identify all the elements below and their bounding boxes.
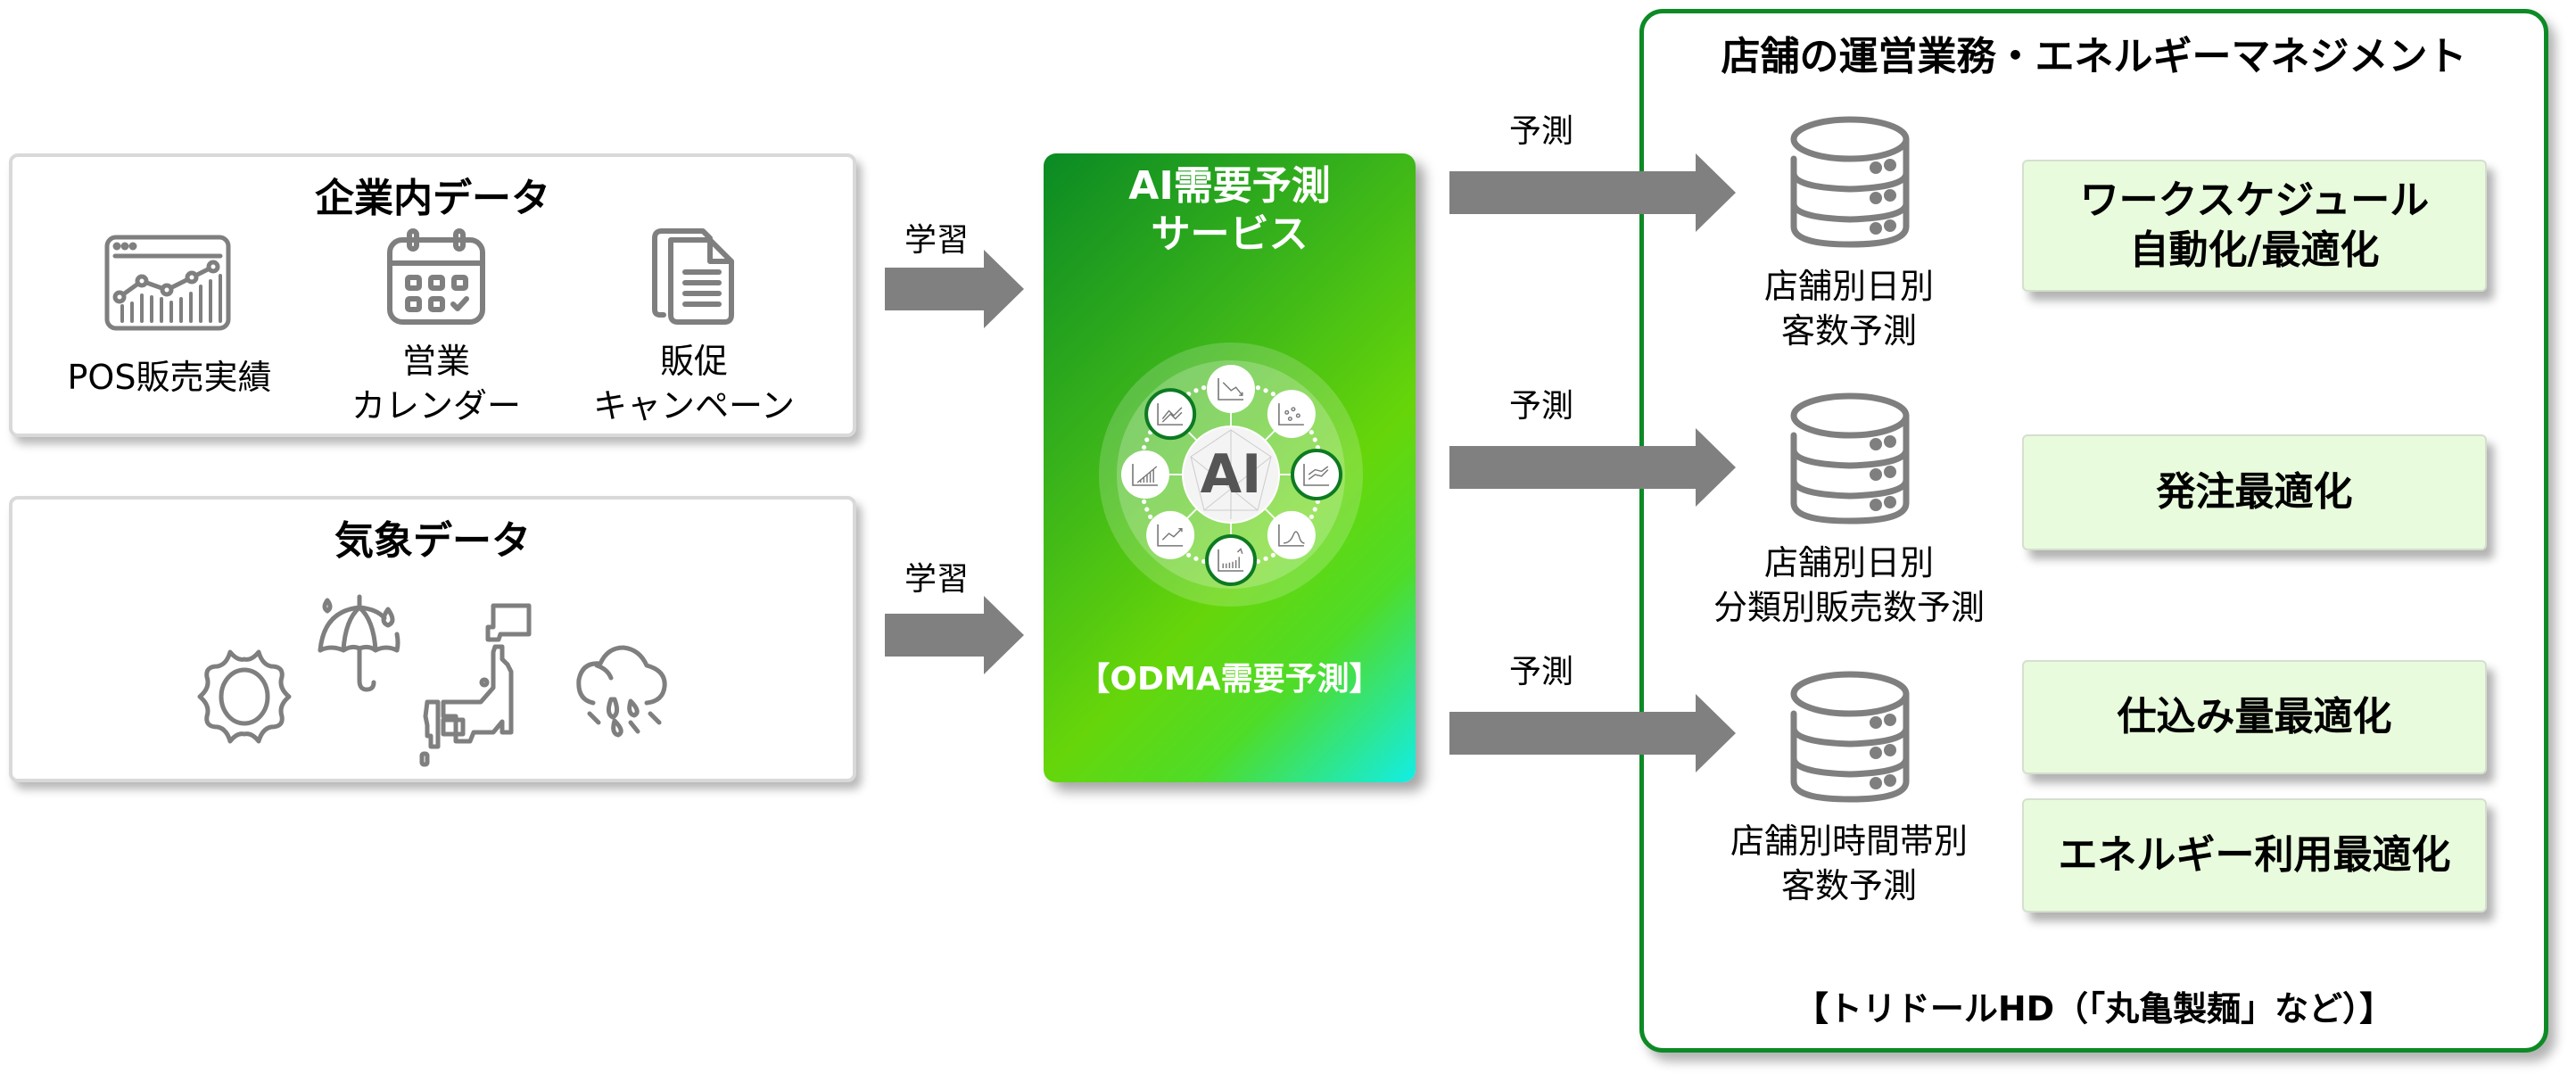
ai-core-label: AI [1201,443,1262,506]
internal-data-title: 企業内データ [315,176,550,221]
document-icon [652,228,734,325]
predict-arrow-label-1: 予測 [1509,113,1574,150]
hub-ring-dot [1193,388,1199,393]
hub-ring-dot [1201,385,1207,391]
database-icon [1790,392,1910,524]
sales-chart-icon [104,235,231,331]
hub-ring-dot [1312,437,1317,442]
line-down-chart-icon [1207,365,1255,413]
predict-arrow-1 [1449,153,1736,232]
predict-arrow-label-2: 予測 [1509,388,1574,425]
store-operations-title: 店舗の運営業務・エネルギーマネジメント [1721,34,2467,79]
hub-ring-dot [1270,552,1276,558]
trend-arrows-chart-icon [1144,388,1197,441]
hub-ring-dot [1255,558,1261,564]
hub-ring-dot [1255,385,1261,391]
umbrella-rain-icon [318,594,400,692]
hub-ring-dot [1309,430,1314,435]
growth-bar-chart-icon [1205,534,1257,586]
database-icon [1790,116,1910,248]
result-energy-optimization: エネルギー利用最適化 [2022,798,2487,913]
business-calendar-label: 営業 カレンダー [351,342,521,425]
hub-ring-dot [1144,437,1150,442]
store-operations-footer: 【トリドールHD（「丸亀製麺」など）】 [1794,989,2394,1028]
result-order-optimization: 発注最適化 [2022,434,2487,550]
ai-hub-diagram: AI [1099,343,1363,607]
hub-ring-dot [1270,392,1276,397]
learn-arrow-label-2: 学習 [904,561,970,598]
hub-ring-dot [1312,507,1317,512]
hub-ring-dot [1193,556,1199,561]
line-up-chart-icon [1146,510,1195,559]
calendar-icon [387,228,485,325]
forecast-label-category-sales: 店舗別日別 分類別販売数予測 [1713,543,1985,627]
distribution-chart-icon [1267,510,1316,559]
ai-demand-forecast-panel: AI需要予測 サービス AI 【ODMA需要予測】 [1044,153,1416,782]
database-icon [1790,671,1910,803]
forecast-label-hourly-customers: 店舗別時間帯別 客数予測 [1730,822,1968,905]
hub-ring-dot [1142,499,1147,505]
multi-line-chart-icon [1291,449,1342,500]
hub-ring-dot [1315,499,1320,505]
predict-arrow-label-3: 予測 [1509,654,1574,690]
hub-ring-dot [1201,558,1207,564]
sales-promotion-label: 販促 キャンペーン [592,342,796,425]
hub-ring-dot [1144,507,1150,512]
hub-ring-dot [1186,552,1192,558]
predict-arrow-3 [1449,694,1736,772]
rain-cloud-icon [576,645,667,738]
predict-arrow-2 [1449,428,1736,507]
hub-ring-dot [1315,444,1320,450]
hub-ring-dot [1309,514,1314,519]
scatter-chart-icon [1267,390,1316,439]
pos-sales-label: POS販売実績 [67,358,272,397]
ai-service-title: AI需要予測 サービス [1128,163,1331,257]
forecast-label-daily-customers: 店舗別日別 客数予測 [1763,267,1934,351]
bar-trend-chart-icon [1121,450,1169,499]
japan-map-icon [419,603,532,767]
odma-product-name: 【ODMA需要予測】 [1077,661,1382,698]
result-prep-optimization: 仕込み量最適化 [2022,660,2487,774]
hub-ring-dot [1148,514,1153,519]
result-work-schedule: ワークスケジュール 自動化/最適化 [2022,160,2487,292]
learn-arrow-label-1: 学習 [904,222,970,259]
hub-ring-dot [1263,556,1268,561]
hub-ring-dot [1263,388,1268,393]
learn-arrow-2 [885,596,1024,674]
sun-icon [197,649,292,744]
weather-data-title: 気象データ [334,518,531,564]
learn-arrow-1 [885,250,1024,328]
hub-ring-dot [1142,444,1147,450]
